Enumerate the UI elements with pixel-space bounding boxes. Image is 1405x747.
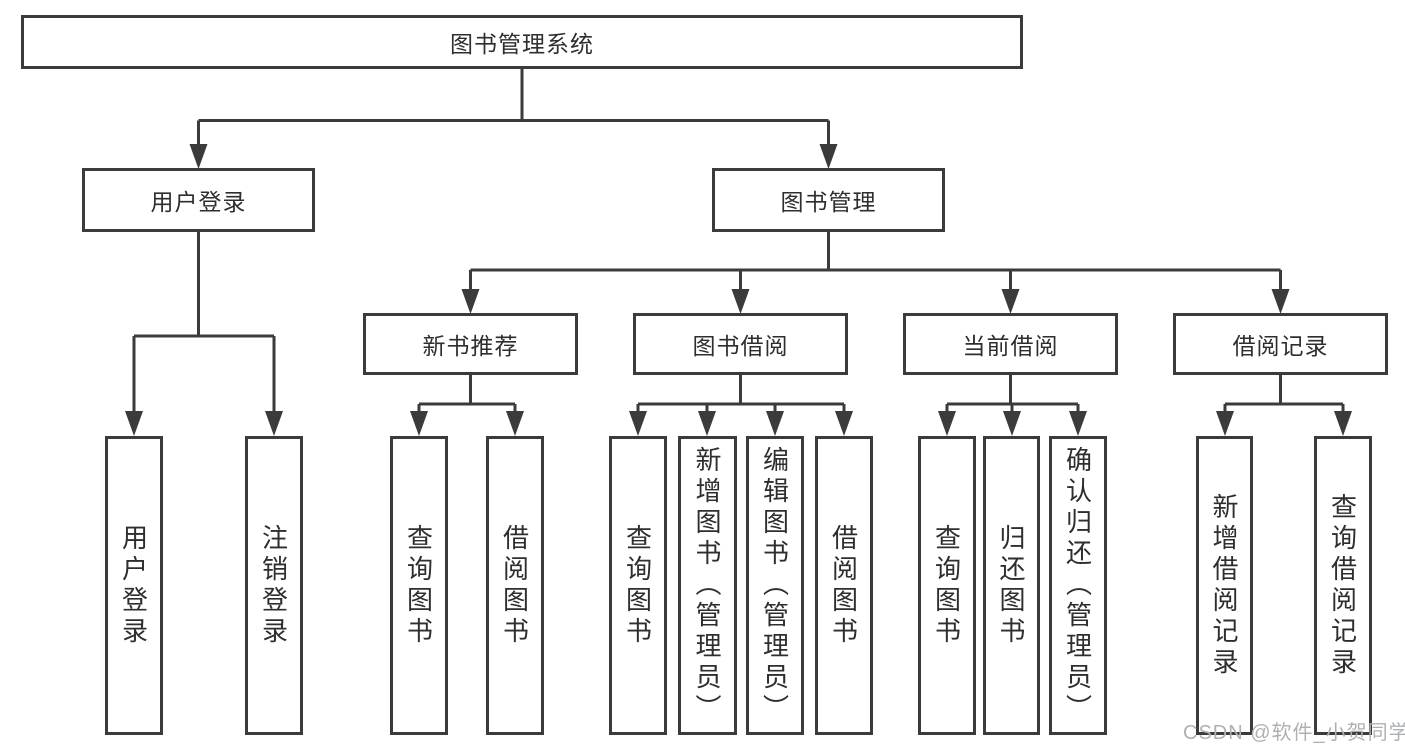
node-book-management: 图书管理: [712, 168, 945, 232]
node-label: 查询图书: [403, 523, 434, 648]
node-label: 查询图书: [622, 523, 653, 648]
node-label: 新书推荐: [422, 333, 519, 359]
node-label: 借阅记录: [1232, 333, 1329, 359]
node-current-borrowing: 当前借阅: [903, 313, 1118, 375]
node-label: 新增借阅记录: [1209, 492, 1239, 679]
node-label: 图书管理系统: [450, 31, 594, 57]
node-label: 用户登录: [150, 189, 247, 215]
node-label: 借阅图书: [499, 523, 530, 648]
node-label: 借阅图书: [828, 523, 859, 648]
node-book-borrowing: 图书借阅: [633, 313, 848, 375]
node-leaf-query-borrowing-record: 查询借阅记录: [1314, 436, 1372, 735]
node-borrowing-records: 借阅记录: [1173, 313, 1388, 375]
node-label: 查询图书: [931, 523, 962, 648]
node-label: 用户登录: [118, 523, 149, 648]
node-leaf-add-book-admin: 新增图书（管理员）: [678, 436, 737, 735]
node-leaf-logout: 注销登录: [245, 436, 303, 735]
node-new-book-recommendation: 新书推荐: [363, 313, 578, 375]
node-leaf-query-books-borrowing: 查询图书: [609, 436, 667, 735]
node-leaf-add-borrowing-record: 新增借阅记录: [1196, 436, 1253, 735]
arrowhead-icons: [125, 144, 1352, 436]
node-label: 确认归还（管理员）: [1062, 446, 1093, 725]
node-library-management-system: 图书管理系统: [21, 15, 1023, 69]
node-leaf-confirm-return-admin: 确认归还（管理员）: [1049, 436, 1107, 735]
node-leaf-edit-book-admin: 编辑图书（管理员）: [746, 436, 804, 735]
node-leaf-user-login: 用户登录: [105, 436, 163, 735]
node-leaf-borrow-books-recommend: 借阅图书: [486, 436, 544, 735]
node-leaf-borrow-books: 借阅图书: [815, 436, 873, 735]
node-label: 新增图书（管理员）: [692, 446, 722, 725]
node-leaf-return-book: 归还图书: [983, 436, 1040, 735]
node-label: 编辑图书（管理员）: [759, 446, 790, 725]
node-label: 查询借阅记录: [1327, 492, 1358, 679]
node-user-login: 用户登录: [82, 168, 315, 232]
node-label: 当前借阅: [962, 333, 1059, 359]
node-leaf-query-books-current: 查询图书: [918, 436, 976, 735]
node-leaf-query-books-recommend: 查询图书: [390, 436, 448, 735]
watermark-text: CSDN @软件_小贺同学: [1183, 722, 1405, 744]
node-label: 图书借阅: [692, 333, 789, 359]
node-label: 注销登录: [258, 523, 289, 648]
node-label: 归还图书: [996, 523, 1026, 648]
node-label: 图书管理: [780, 189, 877, 215]
